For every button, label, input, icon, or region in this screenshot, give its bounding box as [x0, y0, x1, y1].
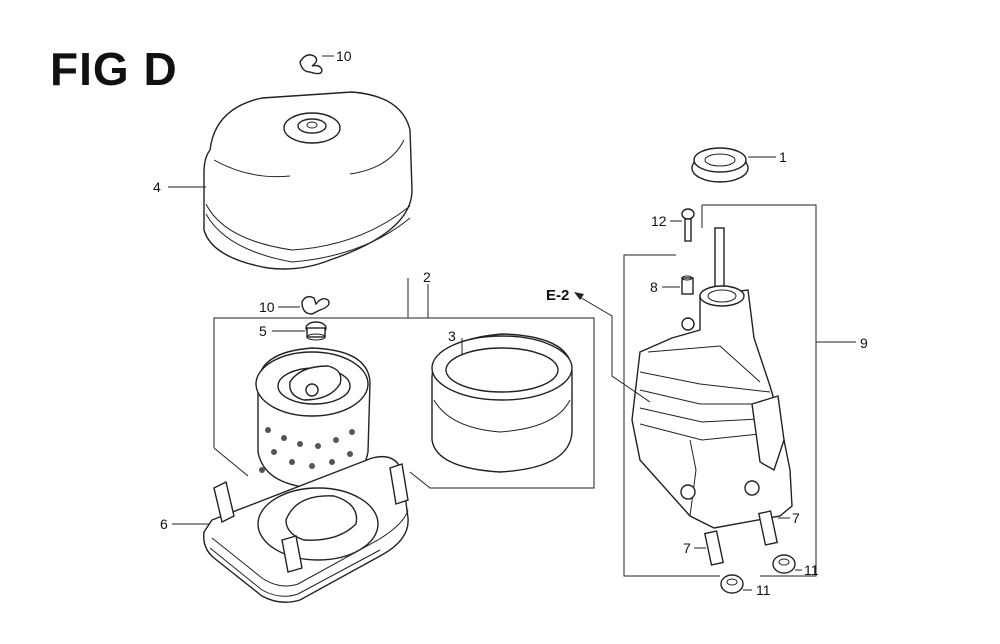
figure-title: FIG D — [50, 43, 178, 95]
air-cleaner-case — [631, 285, 793, 529]
callout-2: 2 — [423, 269, 431, 285]
callout-12: 12 — [651, 213, 667, 229]
collar — [681, 275, 694, 295]
callout-10-lower: 10 — [259, 299, 275, 315]
callout-8: 8 — [650, 279, 658, 295]
callout-10-top: 10 — [336, 48, 352, 64]
grommet-nut — [305, 321, 327, 341]
callout-11-left: 11 — [756, 582, 771, 598]
air-cleaner-base — [203, 455, 409, 603]
reference-e2: E-2 — [546, 287, 569, 304]
callout-3: 3 — [448, 328, 456, 344]
spacer-left — [703, 530, 725, 566]
callout-9: 9 — [860, 335, 868, 351]
callout-1: 1 — [779, 149, 787, 165]
flange-nut-right — [772, 554, 796, 574]
callout-7-left: 7 — [683, 540, 691, 556]
flange-nut-left — [720, 574, 744, 594]
air-cleaner-cover — [203, 91, 413, 270]
callout-11-right: 11 — [804, 562, 819, 578]
bolt — [681, 208, 695, 242]
callout-5: 5 — [259, 323, 267, 339]
wing-nut-lower — [301, 295, 330, 315]
wing-nut-top — [299, 54, 323, 75]
callout-7-right: 7 — [792, 510, 800, 526]
foam-filter-element — [431, 333, 573, 473]
stud — [714, 227, 725, 295]
callout-4: 4 — [153, 179, 161, 195]
spacer-right — [757, 510, 779, 546]
callout-6: 6 — [160, 516, 168, 532]
paper-filter-element — [255, 347, 371, 489]
seal-ring — [691, 147, 749, 183]
